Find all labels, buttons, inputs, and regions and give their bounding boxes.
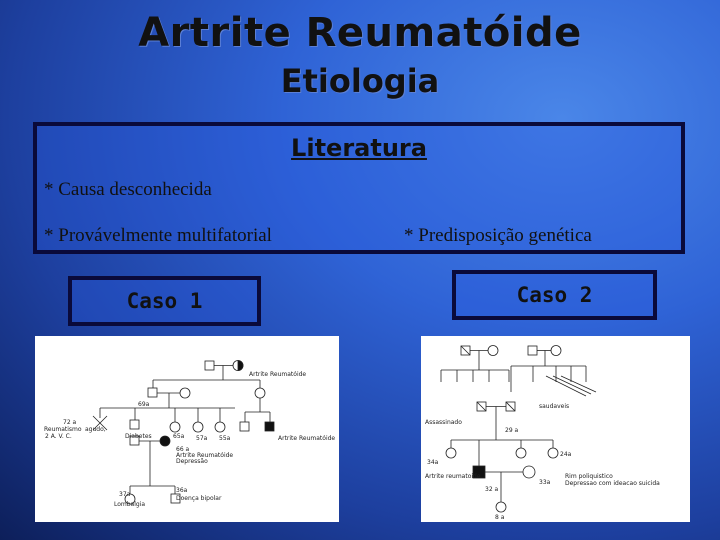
pedigree-2-label-rim: Rim poliquistico <box>565 473 613 480</box>
pedigree-1-cousin-affected-square <box>264 421 275 432</box>
pedigree-1-diagram: Artrite Reumatóide 69a 72 a Reumatismo a… <box>44 360 335 508</box>
pedigree-2-label-depressao: Depressao com ideacao suicida <box>565 480 660 487</box>
case-2-label: Caso 2 <box>452 270 657 320</box>
literatura-item-multifatorial: * Provávelmente multifatorial <box>44 225 272 246</box>
pedigree-2-label-8: 8 a <box>495 514 505 521</box>
pedigree-1-label-37: 37a <box>119 491 131 498</box>
literatura-item-genetica: * Predisposição genética <box>404 225 592 246</box>
pedigree-1-label-lombalgia: Lombalgia <box>114 501 145 508</box>
pedigree-2-gm2-circle <box>550 345 562 356</box>
pedigree-2-label-33: 33a <box>539 479 551 486</box>
literatura-item-causa: * Causa desconhecida <box>44 179 212 200</box>
pedigree-1-label-36: 36a <box>176 487 188 494</box>
pedigree-2-label-saudaveis: saudaveis <box>539 403 569 410</box>
case-1-label: Caso 1 <box>68 276 261 326</box>
pedigree-1-aunt-circle <box>254 387 266 399</box>
pedigree-2-sibling-24-circle <box>547 447 559 459</box>
pedigree-1-father-square <box>147 387 158 398</box>
pedigree-1-label-69: 69a <box>138 401 150 408</box>
pedigree-2-diagram: saudaveis Assassinado 29 a 24a 34a Artri… <box>425 345 660 521</box>
pedigree-1-mother-circle <box>179 387 191 399</box>
pedigree-2-sibling-29-circle <box>515 447 527 459</box>
pedigree-1-label-ar-mid: Artrite Reumatóide <box>176 452 233 459</box>
pedigree-1-proband-circle <box>159 435 171 447</box>
pedigree-1-label-avc: 2 A. V. C. <box>45 433 72 440</box>
pedigree-1-child-bipolar-square <box>170 493 181 504</box>
pedigree-2-label-ar: Artrite reumatoide <box>425 473 481 480</box>
pedigree-1-label-depressao: Depressão <box>176 458 208 465</box>
pedigree-1-label-72: 72 a <box>63 419 77 426</box>
pedigree-1-cousin-square <box>239 421 250 432</box>
pedigree-1-label-57: 57a <box>196 435 208 442</box>
pedigree-2-label-assassinado: Assassinado <box>425 419 462 426</box>
pedigree-1-grandfather-square <box>204 360 215 371</box>
pedigree-2-label-24: 24a <box>560 451 572 458</box>
pedigree-1-label-ar-top: Artrite Reumatóide <box>249 371 306 378</box>
pedigree-1-child-lombalgia-circle <box>124 493 136 505</box>
pedigree-2-spouse-circle <box>522 465 536 479</box>
pedigree-1-sibling-57-circle <box>192 421 204 433</box>
literatura-heading: Literatura <box>291 134 427 162</box>
pedigree-1-label-55: 55a <box>219 435 231 442</box>
pedigree-1-label-66: 66 a <box>176 446 190 453</box>
pedigree-1-label-diabetes: Diabetes <box>125 433 152 440</box>
pedigree-1-sibling-65-circle <box>169 421 181 433</box>
pedigree-case-2: saudaveis Assassinado 29 a 24a 34a Artri… <box>421 336 690 522</box>
pedigree-1-label-ar-right: Artrite Reumatóide <box>278 435 335 442</box>
slide-subtitle: Etiologia <box>280 62 440 100</box>
pedigree-1-label-bipolar: Doença bipolar <box>176 495 222 502</box>
pedigree-1-sibling-55-circle <box>214 421 226 433</box>
slide-title: Artrite Reumatóide <box>138 10 582 56</box>
pedigree-1-spouse-square <box>129 435 140 446</box>
pedigree-2-gf2-square <box>527 345 538 356</box>
pedigree-2-label-32: 32 a <box>485 486 499 493</box>
pedigree-2-label-34: 34a <box>427 459 439 466</box>
literatura-box: Literatura * Causa desconhecida * Prováv… <box>33 122 685 254</box>
pedigree-2-label-29: 29 a <box>505 427 519 434</box>
pedigree-1-grandmother-affected-half <box>237 360 244 371</box>
pedigree-1-label-65: 65a <box>173 433 185 440</box>
pedigree-1-label-reumatismo: Reumatismo <box>44 426 82 433</box>
pedigree-1-sibling-diabetes-square <box>129 419 140 430</box>
pedigree-2-child-circle <box>495 501 507 513</box>
pedigree-2-sibling-34-circle <box>445 447 457 459</box>
pedigree-1-label-agudo: agudo, <box>85 426 106 433</box>
pedigree-case-1: Artrite Reumatóide 69a 72 a Reumatismo a… <box>35 336 339 522</box>
pedigree-2-gm1-circle <box>487 345 499 356</box>
